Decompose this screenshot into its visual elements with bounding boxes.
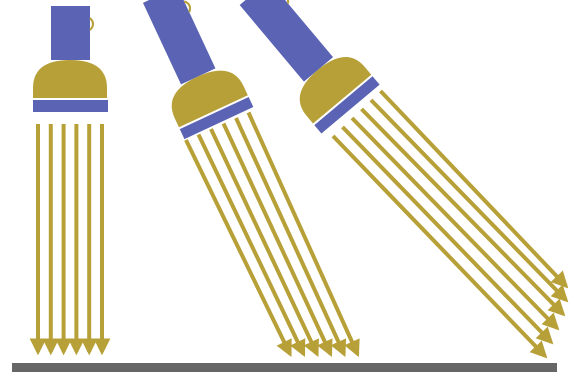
light-ray-arrow-3-3 <box>352 118 557 328</box>
flashlight-icon <box>125 0 253 139</box>
lamp-1-head <box>33 60 107 98</box>
flashlight-icon <box>33 6 108 112</box>
light-ray-arrow-3-6 <box>381 91 567 286</box>
lamp-vertical <box>33 6 108 352</box>
light-ray-arrow-2-5 <box>236 118 344 354</box>
lamp-tilted-large <box>224 0 566 356</box>
light-ray-arrow-2-2 <box>199 135 304 355</box>
light-ray-arrow-3-5 <box>371 100 566 300</box>
floor-surface <box>12 363 557 372</box>
lamp-1-beams <box>38 124 102 352</box>
lamp-2-beams <box>186 113 358 355</box>
lamp-3-beams <box>333 91 566 356</box>
light-ray-arrow-3-4 <box>362 109 564 314</box>
lamp-1-handle <box>51 6 90 60</box>
lamp-1-lens-band <box>33 100 108 112</box>
light-ray-arrow-2-6 <box>249 113 358 355</box>
light-ray-arrow-2-4 <box>224 124 331 355</box>
lamp-1-handle-notch <box>90 18 93 30</box>
light-ray-arrow-2-3 <box>211 129 317 354</box>
lamp-2-handle <box>143 0 215 84</box>
